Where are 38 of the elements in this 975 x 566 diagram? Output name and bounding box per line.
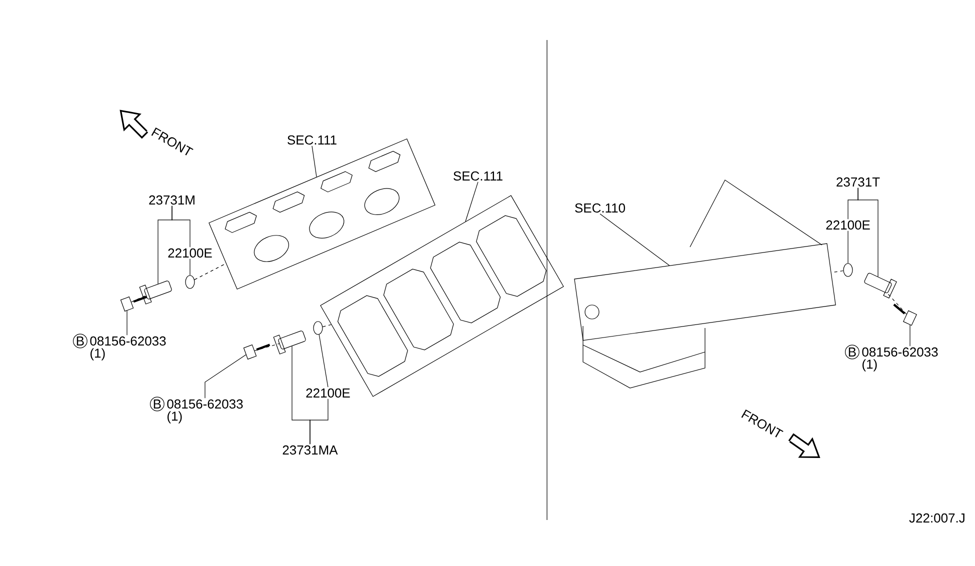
sensor-drawing — [273, 330, 306, 354]
part-number: 22100E — [306, 388, 350, 398]
part-number: 22100E — [168, 248, 212, 258]
alignment-line — [887, 293, 907, 314]
leader-line — [858, 188, 878, 277]
o-ring — [185, 275, 195, 289]
circled-letter: B — [72, 334, 88, 348]
leader-line — [126, 310, 128, 336]
quantity: (1) — [168, 411, 182, 424]
quantity: (1) — [90, 348, 105, 360]
sensor-drawing — [139, 280, 172, 304]
part-number: 08156-62033 — [167, 399, 243, 409]
part-number: 08156-62033 — [862, 347, 938, 357]
sensor-drawing — [864, 272, 897, 298]
drawing-code: J22:007.J — [909, 513, 964, 523]
leader-line — [600, 214, 670, 266]
part-number: 23731T — [836, 177, 880, 187]
quantity: (1) — [862, 359, 877, 372]
alignment-line — [254, 343, 280, 351]
part-number: 08156-62033 — [90, 336, 166, 346]
o-ring — [313, 321, 323, 335]
o-ring — [843, 263, 853, 277]
leader-line — [465, 182, 478, 222]
part-number: SEC.111 — [454, 171, 502, 181]
alignment-line — [194, 263, 226, 280]
alignment-line — [131, 295, 146, 302]
leader-line — [312, 146, 317, 178]
circled-letter: B — [150, 396, 164, 412]
part-number: SEC.111 — [288, 135, 336, 145]
part-number: 23731MA — [282, 445, 338, 455]
leader-line — [172, 206, 190, 248]
part-number: 22100E — [826, 220, 870, 230]
circled-letter: B — [844, 344, 860, 360]
alignment-line — [322, 324, 332, 328]
leader-line — [318, 334, 328, 388]
leader-line — [310, 398, 328, 444]
part-number: 23731M — [149, 195, 194, 205]
leader-line — [204, 354, 246, 398]
